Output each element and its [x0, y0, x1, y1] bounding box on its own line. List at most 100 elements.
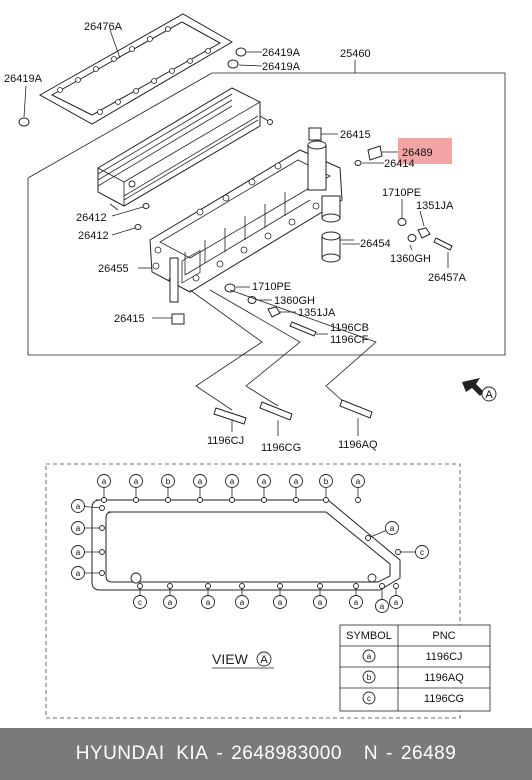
bolt-marker-bottom-3-letter: a	[240, 598, 245, 607]
label-26419A-1: 26419A	[262, 47, 301, 59]
bolt-marker-right-0-circle	[385, 521, 399, 535]
bolt-marker-bottom-8-letter: a	[394, 598, 399, 607]
label-26415-top: 26415	[340, 129, 371, 141]
bolt-marker-top-6-letter: a	[294, 477, 299, 486]
bolt-marker-top-1-circle	[129, 474, 143, 488]
bolt-marker-top-4-circle	[225, 474, 239, 488]
bolt-marker-top-0-letter: a	[102, 477, 107, 486]
label-26415-bottom: 26415	[114, 313, 145, 325]
view-arrow-icon	[462, 378, 484, 396]
label-1196CB: 1196CB	[330, 322, 369, 334]
bolt-1196CJ	[213, 407, 247, 425]
pipe-26454	[321, 231, 354, 263]
bolt-marker-bottom-8-circle	[389, 595, 403, 609]
bolt-marker-top-3-circle	[193, 474, 207, 488]
bolt-1196AQ	[339, 399, 373, 419]
bolt-marker-left-3-circle	[71, 499, 85, 513]
bolt-1196CG	[259, 401, 293, 421]
oil-cooler-core	[97, 87, 273, 211]
view-caption-letter: A	[260, 654, 268, 666]
view-a-marker-letter: A	[485, 389, 493, 401]
bolt-marker-top-7-letter: b	[324, 477, 329, 486]
footer-bar: HYUNDAI KIA - 2648983000 N - 26489	[0, 728, 532, 780]
leader-26419A-left	[23, 85, 27, 118]
table-header-symbol: SYMBOL	[346, 630, 392, 642]
label-1351JA-left: 1351JA	[298, 307, 336, 319]
bolt-marker-bottom-0-letter: c	[138, 598, 142, 607]
bolt-marker-bottom-1-circle	[163, 595, 177, 609]
bolt-marker-top-1-letter: a	[134, 477, 139, 486]
o-ring-26419A-1	[235, 47, 247, 57]
label-1360GH-right: 1360GH	[390, 253, 431, 265]
label-26419A-2: 26419A	[262, 61, 301, 73]
bolt-marker-top-6-circle	[289, 474, 303, 488]
bolt-marker-top-0-circle	[97, 474, 111, 488]
bolt-marker-bottom-4-letter: a	[278, 598, 283, 607]
label-1196CJ: 1196CJ	[207, 435, 244, 447]
leader-26419A-2	[238, 64, 263, 67]
plug-26415-bottom	[171, 313, 185, 325]
label-26412-1: 26412	[76, 212, 107, 224]
label-1360GH-left: 1360GH	[274, 295, 315, 307]
label-26412-2: 26412	[78, 230, 109, 242]
sensor-26489	[367, 145, 383, 161]
bolt-marker-top-2-circle	[161, 474, 175, 488]
footer-code: 26489	[400, 743, 457, 764]
label-26457A: 26457A	[428, 272, 467, 284]
leader-26412-1	[111, 206, 144, 217]
bolt-marker-top-5-letter: a	[262, 477, 267, 486]
o-ring-26412-2	[134, 224, 142, 230]
gasket-view-a	[91, 499, 401, 591]
bolt-marker-bottom-0-circle	[133, 595, 147, 609]
footer-part-number: 2648983000	[231, 743, 342, 764]
bolt-marker-bottom-6-circle	[349, 595, 363, 609]
view-caption: VIEW	[212, 651, 249, 667]
gasket-26476A	[38, 13, 233, 125]
leader-1360GH-right	[409, 244, 413, 251]
view-caption-marker	[256, 651, 272, 667]
symbol-table: SYMBOL PNC a 1196CJ b 1196AQ c 1196CG	[339, 624, 491, 712]
o-ring-26412-1	[142, 203, 150, 209]
label-26476A: 26476A	[84, 21, 123, 33]
o-ring-26419A-left	[18, 117, 30, 127]
bolt-marker-top-8-circle	[351, 474, 365, 488]
table-pnc-a: 1196CJ	[425, 651, 462, 663]
label-1710PE-right: 1710PE	[382, 187, 421, 199]
bolt-marker-bottom-6-letter: a	[354, 598, 359, 607]
label-26454: 26454	[360, 238, 391, 250]
label-25460: 25460	[340, 48, 371, 60]
leader-1196CG	[209, 289, 301, 407]
bolt-marker-bottom-4-circle	[273, 595, 287, 609]
footer-brand: HYUNDAI KIA	[75, 743, 209, 764]
bolt-marker-left-0-letter: a	[76, 524, 81, 533]
table-symbol-c: c	[367, 694, 371, 703]
bolt-marker-left-1-letter: a	[76, 548, 81, 557]
o-ring-26414	[354, 160, 362, 166]
leader-1196AQ	[229, 289, 377, 405]
bolt-marker-left-2-letter: a	[76, 569, 81, 578]
table-symbol-a: a	[367, 652, 372, 661]
bolt-marker-top-2-letter: b	[166, 477, 171, 486]
label-26489: 26489	[402, 147, 433, 159]
label-1351JA-right: 1351JA	[416, 200, 454, 212]
bolt-marker-right-1-circle	[415, 545, 429, 559]
label-1196CG: 1196CG	[261, 442, 301, 454]
plug-26415-top	[308, 127, 322, 141]
footer-sep-2: -	[386, 743, 393, 764]
bolt-marker-bottom-1-letter: a	[168, 598, 173, 607]
footer-sep-1: -	[216, 743, 224, 764]
washer-1710PE-left	[224, 283, 236, 293]
label-1710PE-left: 1710PE	[252, 281, 291, 293]
bolt-marker-bottom-7-circle	[375, 599, 389, 613]
bolt-marker-left-2-circle	[71, 566, 85, 580]
leader-1351JA-right	[419, 210, 425, 227]
washer-1710PE-right	[397, 218, 407, 226]
bolt-marker-bottom-5-letter: a	[318, 598, 323, 607]
label-26414: 26414	[384, 158, 415, 170]
bolt-marker-bottom-2-circle	[201, 595, 215, 609]
bolt-marker-top-8-letter: a	[356, 477, 361, 486]
nut-1351JA-left	[267, 306, 281, 318]
bolt-26457A	[433, 237, 453, 251]
oil-cooler-housing-26455	[149, 140, 343, 303]
